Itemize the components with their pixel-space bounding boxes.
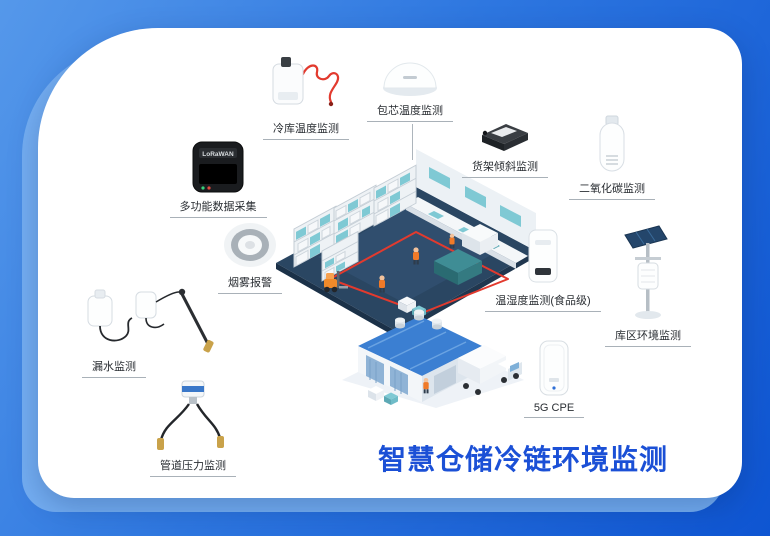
cold-storage-temp-sensor-icon: [272, 57, 340, 107]
sensor-cold-storage-temp: 冷库温度监测: [241, 54, 371, 140]
sensor-water-leak: 漏水监测: [78, 286, 248, 378]
sensor-temp-humidity: 温湿度监测(食品级): [478, 226, 608, 312]
sensor-label-data-collector: 多功能数据采集: [169, 198, 267, 218]
water-leak-sensor-icon: [87, 288, 214, 353]
connector-line-core-temp: [412, 124, 413, 160]
shelf-tilt-sensor-icon: [482, 124, 528, 151]
pipe-pressure-sensor-icon: [157, 380, 224, 450]
sensor-label-pipe-pressure: 管道压力监测: [150, 457, 236, 477]
worker-icon: [449, 233, 455, 249]
5g-cpe-icon: [539, 340, 569, 396]
sensor-label-yard-env: 库区环境监测: [605, 327, 691, 347]
smoke-alarm-icon: [224, 223, 276, 267]
sensor-smoke-alarm: 烟雾报警: [185, 220, 315, 294]
worker-icon: [413, 247, 419, 265]
temp-humidity-sensor-icon: [528, 229, 558, 283]
data-collector-icon: LoRaWAN: [192, 141, 244, 193]
yard-env-station-icon: [624, 225, 668, 319]
core-temp-sensor-icon: [383, 62, 437, 96]
sensor-label-co2: 二氧化碳监测: [569, 180, 655, 200]
warehouse-building-illustration: [342, 309, 524, 408]
sensor-label-cpe: 5G CPE: [523, 402, 585, 418]
page-title: 智慧仓储冷链环境监测: [378, 444, 669, 475]
sensor-label-core-temp: 包芯温度监测: [367, 102, 453, 122]
sensor-label-shelf-tilt: 货架倾斜监测: [462, 158, 548, 178]
co2-sensor-icon: [599, 115, 625, 172]
forklift-icon: [324, 271, 348, 293]
worker-icon: [379, 275, 385, 293]
sensor-label-cold-storage: 冷库温度监测: [263, 120, 349, 140]
controller-logo-text: LoRaWAN: [202, 151, 234, 158]
sensor-co2: 二氧化碳监测: [547, 114, 677, 200]
sensor-core-temp: 包芯温度监测: [345, 52, 475, 122]
sensor-label-water-leak: 漏水监测: [82, 358, 146, 378]
truck-icon: [458, 345, 522, 395]
sensor-pipe-pressure: 管道压力监测: [128, 378, 258, 477]
sensor-5g-cpe: 5G CPE: [489, 338, 619, 418]
sensor-yard-env: 库区环境监测: [583, 223, 713, 347]
sensor-label-smoke: 烟雾报警: [218, 274, 282, 294]
sensor-label-temp-humidity: 温湿度监测(食品级): [485, 292, 601, 312]
sensor-shelf-tilt: 货架倾斜监测: [440, 120, 570, 178]
warehouse-illustration: [276, 146, 536, 337]
sensor-data-collector: LoRaWAN 多功能数据采集: [153, 140, 283, 218]
content-card: 冷库温度监测 包芯温度监测 货架倾斜监测 二氧化碳监测: [38, 28, 742, 498]
worker-icon: [423, 377, 429, 394]
